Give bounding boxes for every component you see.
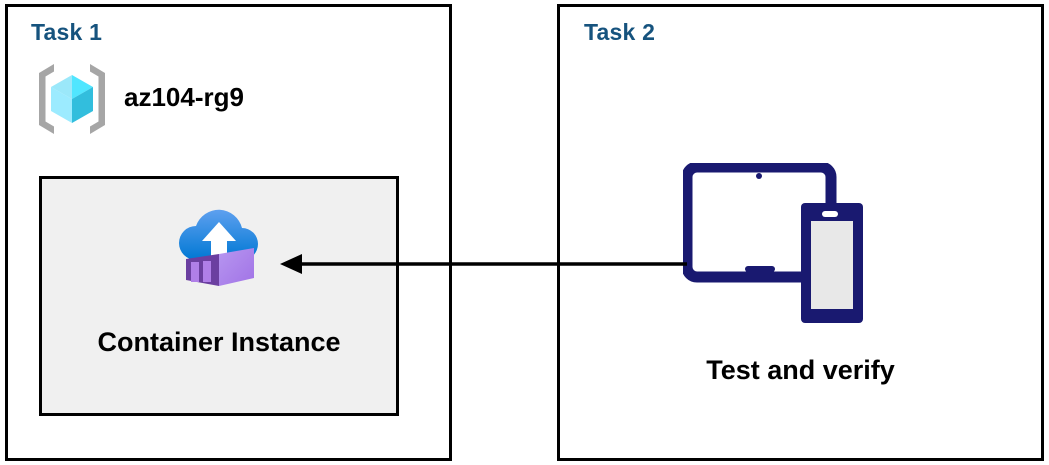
azure-container-instance-icon [172, 198, 266, 292]
container-instance-label: Container Instance [97, 327, 341, 357]
task-2-title: Task 2 [584, 19, 656, 45]
task-1-title: Task 1 [31, 19, 103, 45]
flow-arrow-icon [275, 248, 687, 280]
task-1-panel [5, 4, 452, 461]
devices-tablet-phone-icon [681, 161, 873, 328]
resource-group-name: az104-rg9 [124, 82, 244, 112]
task-2-panel [557, 4, 1044, 461]
azure-resource-group-icon [33, 61, 111, 137]
test-and-verify-label: Test and verify [706, 355, 895, 385]
